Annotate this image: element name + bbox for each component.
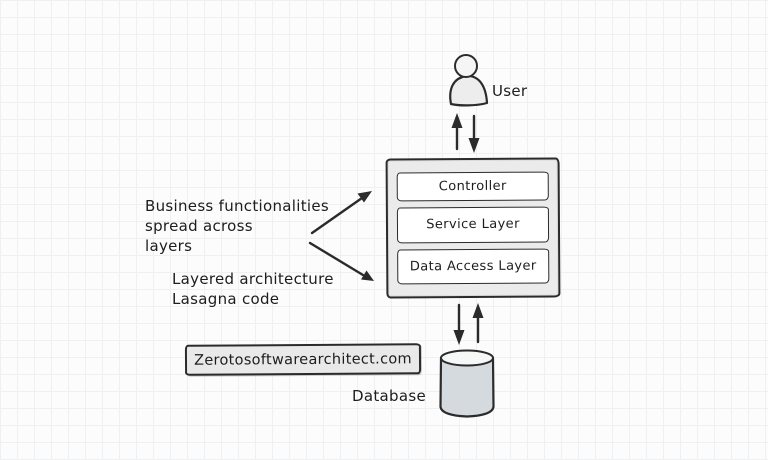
database-label: Database bbox=[352, 387, 426, 405]
annotation-business-line2: spread across bbox=[145, 217, 253, 235]
arrow-box-to-database-up bbox=[472, 303, 484, 344]
layered-architecture-box: Controller Service Layer Data Access Lay… bbox=[385, 157, 561, 299]
database-cylinder-icon bbox=[439, 349, 495, 418]
layer-data-access-layer: Data Access Layer bbox=[397, 248, 550, 285]
annotation-layered-line1: Layered architecture bbox=[172, 270, 334, 288]
user-label: User bbox=[492, 82, 528, 100]
arrow-user-to-box-up bbox=[451, 113, 463, 151]
arrow-user-to-box-down bbox=[468, 114, 480, 153]
arrow-box-to-database-down bbox=[453, 303, 465, 345]
annotation-layered-architecture: Layered architecture Lasagna code bbox=[172, 269, 334, 309]
annotation-layered-line2: Lasagna code bbox=[172, 290, 280, 308]
annotation-business-line1: Business functionalities bbox=[145, 197, 330, 215]
layer-service-layer: Service Layer bbox=[396, 206, 550, 243]
annotation-business-line3: layers bbox=[145, 237, 193, 255]
layer-controller: Controller bbox=[396, 171, 549, 202]
annotation-business-functionalities: Business functionalities spread across l… bbox=[145, 196, 329, 256]
site-banner: Zerotosoftwarearchitect.com bbox=[184, 343, 422, 376]
user-icon bbox=[449, 54, 489, 107]
